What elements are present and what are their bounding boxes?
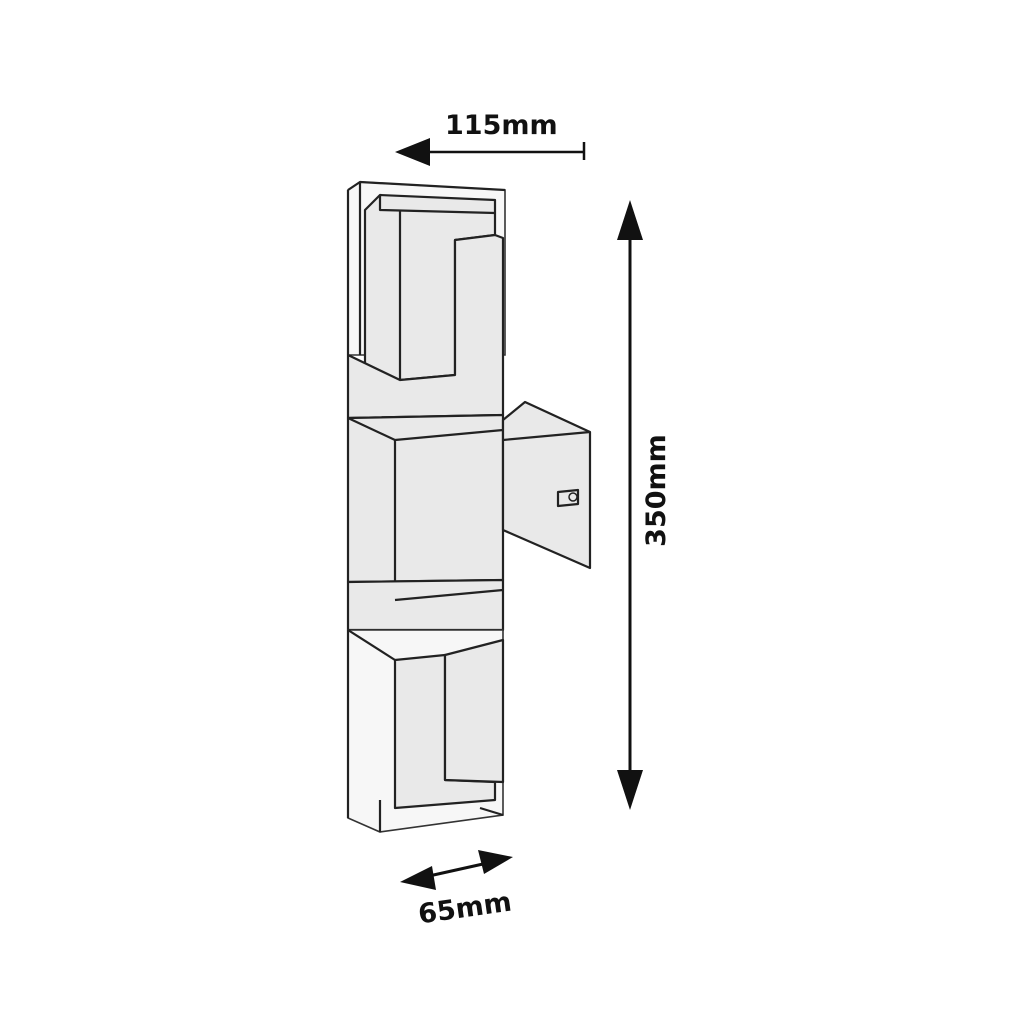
wall-bracket [501,400,592,570]
height-dimension-arrow [617,200,643,810]
lamp-body [346,180,506,833]
depth-dimension-arrow [400,850,513,890]
width-dimension-arrow [395,138,586,166]
width-label: 115mm [445,110,558,141]
height-label: 350mm [640,434,672,547]
